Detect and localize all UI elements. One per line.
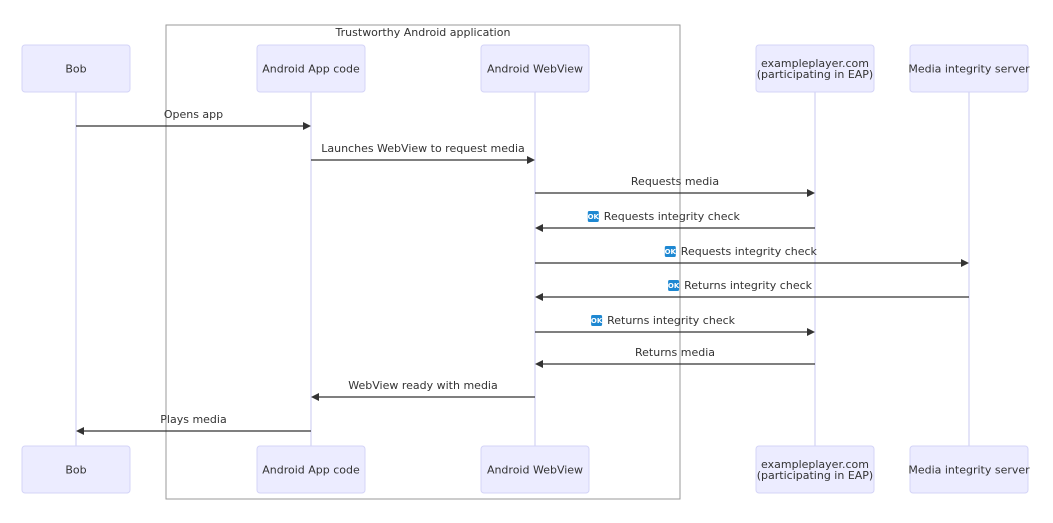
message-label: Returns media (635, 346, 715, 359)
message-label: Requests media (631, 175, 719, 188)
message-label: Returns integrity check (607, 314, 736, 327)
svg-text:OK: OK (591, 317, 603, 325)
message-7: OK Returns integrity check (535, 314, 815, 336)
actor-box (755, 44, 875, 93)
actor-label: (participating in EAP) (757, 469, 873, 482)
svg-text:OK: OK (665, 248, 677, 256)
svg-text:OK: OK (668, 282, 680, 290)
actor-server-bottom: Media integrity server (908, 445, 1030, 494)
actor-label: Android WebView (487, 464, 583, 477)
actor-player-bottom: exampleplayer.com(participating in EAP) (755, 445, 875, 494)
actor-player-top: exampleplayer.com(participating in EAP) (755, 44, 875, 93)
message-label: Requests integrity check (681, 245, 818, 258)
actor-label: Media integrity server (908, 464, 1030, 477)
arrowhead-icon (527, 156, 535, 164)
message-1: Opens app (76, 108, 311, 130)
actor-box (909, 445, 1029, 494)
actor-label: Bob (65, 464, 86, 477)
actor-bob-bottom: Bob (21, 445, 131, 494)
ok-badge-icon: OK (665, 246, 677, 257)
message-2: Launches WebView to request media (311, 142, 535, 164)
actor-box (480, 44, 590, 93)
arrowhead-icon (535, 360, 543, 368)
arrowhead-icon (807, 328, 815, 336)
arrowhead-icon (807, 189, 815, 197)
actor-label: Android App code (262, 464, 360, 477)
message-label: Returns integrity check (684, 279, 813, 292)
actor-label: Android WebView (487, 63, 583, 76)
actor-label: exampleplayer.com (761, 57, 869, 70)
message-8: Returns media (535, 346, 815, 368)
arrowhead-icon (535, 293, 543, 301)
message-label: Requests integrity check (604, 210, 741, 223)
message-9: WebView ready with media (311, 379, 535, 401)
message-5: OK Requests integrity check (535, 245, 969, 267)
message-10: Plays media (76, 413, 311, 435)
actor-label: Media integrity server (908, 63, 1030, 76)
group-box-trustworthy-app (165, 24, 681, 500)
actor-box (256, 44, 366, 93)
actor-box (909, 44, 1029, 93)
actor-bob-top: Bob (21, 44, 131, 93)
arrowhead-icon (535, 224, 543, 232)
actor-box (256, 445, 366, 494)
message-label: WebView ready with media (348, 379, 497, 392)
arrowhead-icon (303, 122, 311, 130)
actor-box (21, 44, 131, 93)
message-3: Requests media (535, 175, 815, 197)
arrowhead-icon (76, 427, 84, 435)
arrowhead-icon (961, 259, 969, 267)
actor-app-top: Android App code (256, 44, 366, 93)
actor-app-bottom: Android App code (256, 445, 366, 494)
actor-label: (participating in EAP) (757, 68, 873, 81)
message-6: OK Returns integrity check (535, 279, 969, 301)
svg-text:OK: OK (588, 213, 600, 221)
actor-box (480, 445, 590, 494)
actor-webview-bottom: Android WebView (480, 445, 590, 494)
actor-label: Bob (65, 63, 86, 76)
ok-badge-icon: OK (591, 315, 603, 326)
message-4: OK Requests integrity check (535, 210, 815, 232)
message-label: Launches WebView to request media (321, 142, 525, 155)
ok-badge-icon: OK (668, 280, 680, 291)
actor-webview-top: Android WebView (480, 44, 590, 93)
actor-server-top: Media integrity server (908, 44, 1030, 93)
group-label: Trustworthy Android application (335, 26, 511, 39)
ok-badge-icon: OK (588, 211, 600, 222)
actor-box (755, 445, 875, 494)
arrowhead-icon (311, 393, 319, 401)
message-label: Opens app (164, 108, 223, 121)
message-label: Plays media (160, 413, 226, 426)
actor-label: Android App code (262, 63, 360, 76)
actor-box (21, 445, 131, 494)
actor-label: exampleplayer.com (761, 458, 869, 471)
